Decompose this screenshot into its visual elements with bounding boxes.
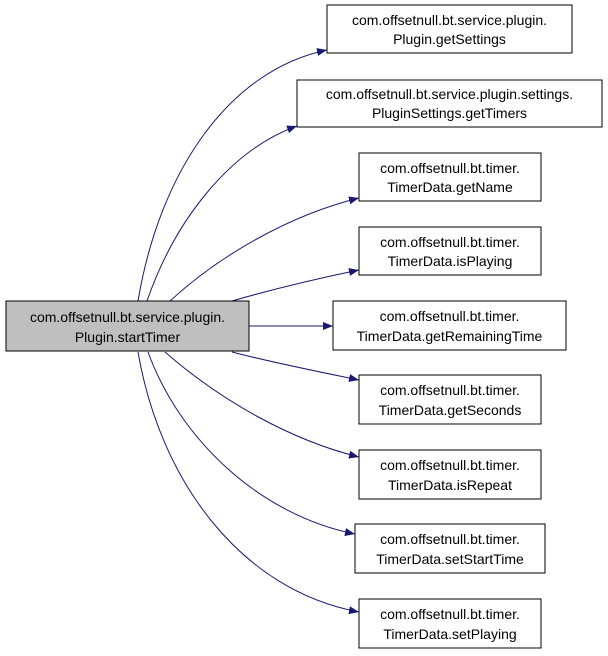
call-edges	[137, 48, 360, 615]
root-node-line2: Plugin.startTimer	[75, 329, 181, 345]
callee-node-is-playing[interactable]: com.offsetnull.bt.timer. TimerData.isPla…	[358, 226, 542, 276]
callee-node-line2: TimerData.getName	[387, 179, 513, 195]
callee-node-get-timers[interactable]: com.offsetnull.bt.service.plugin.setting…	[296, 79, 603, 128]
callee-node-line2: TimerData.setPlaying	[383, 626, 516, 642]
callee-node-line2: Plugin.getSettings	[393, 31, 506, 47]
callee-node-line1: com.offsetnull.bt.timer.	[380, 382, 520, 398]
edge-to-callee-8	[137, 351, 360, 615]
callee-node-line2: TimerData.isPlaying	[388, 253, 513, 269]
edge-to-callee-6	[164, 351, 360, 459]
callee-node-get-seconds[interactable]: com.offsetnull.bt.timer. TimerData.getSe…	[358, 374, 542, 425]
callee-node-get-settings[interactable]: com.offsetnull.bt.service.plugin. Plugin…	[326, 4, 573, 54]
edge-to-callee-0	[137, 48, 328, 302]
callee-node-set-start-time[interactable]: com.offsetnull.bt.timer. TimerData.setSt…	[354, 523, 546, 574]
edge-to-callee-7	[147, 351, 356, 536]
callee-node-line2: TimerData.getSeconds	[379, 402, 522, 418]
callee-node-line1: com.offsetnull.bt.service.plugin.setting…	[326, 86, 573, 102]
root-node[interactable]: com.offsetnull.bt.service.plugin. Plugin…	[5, 300, 250, 352]
callee-node-get-name[interactable]: com.offsetnull.bt.timer. TimerData.getNa…	[358, 152, 542, 202]
callee-node-line2: PluginSettings.getTimers	[372, 105, 527, 121]
callee-node-line1: com.offsetnull.bt.service.plugin.	[352, 12, 547, 28]
edge-to-callee-3	[231, 268, 360, 302]
callee-node-line1: com.offsetnull.bt.timer.	[380, 606, 520, 622]
edge-to-callee-2	[169, 196, 360, 302]
callee-node-set-playing[interactable]: com.offsetnull.bt.timer. TimerData.setPl…	[358, 598, 542, 649]
callee-node-get-remaining-time[interactable]: com.offsetnull.bt.timer. TimerData.getRe…	[332, 300, 567, 351]
callee-node-line2: TimerData.getRemainingTime	[357, 328, 543, 344]
callee-node-line1: com.offsetnull.bt.timer.	[380, 160, 520, 176]
callee-node-line1: com.offsetnull.bt.timer.	[380, 457, 520, 473]
callee-node-line1: com.offsetnull.bt.timer.	[380, 234, 520, 250]
edge-to-callee-1	[146, 125, 298, 302]
edge-to-callee-5	[231, 351, 360, 382]
callee-node-is-repeat[interactable]: com.offsetnull.bt.timer. TimerData.isRep…	[358, 449, 542, 500]
callee-node-line2: TimerData.isRepeat	[388, 477, 512, 493]
callee-node-line2: TimerData.setStartTime	[376, 551, 524, 567]
callee-node-line1: com.offsetnull.bt.timer.	[380, 308, 520, 324]
root-node-line1: com.offsetnull.bt.service.plugin.	[30, 309, 225, 325]
callee-node-line1: com.offsetnull.bt.timer.	[380, 531, 520, 547]
